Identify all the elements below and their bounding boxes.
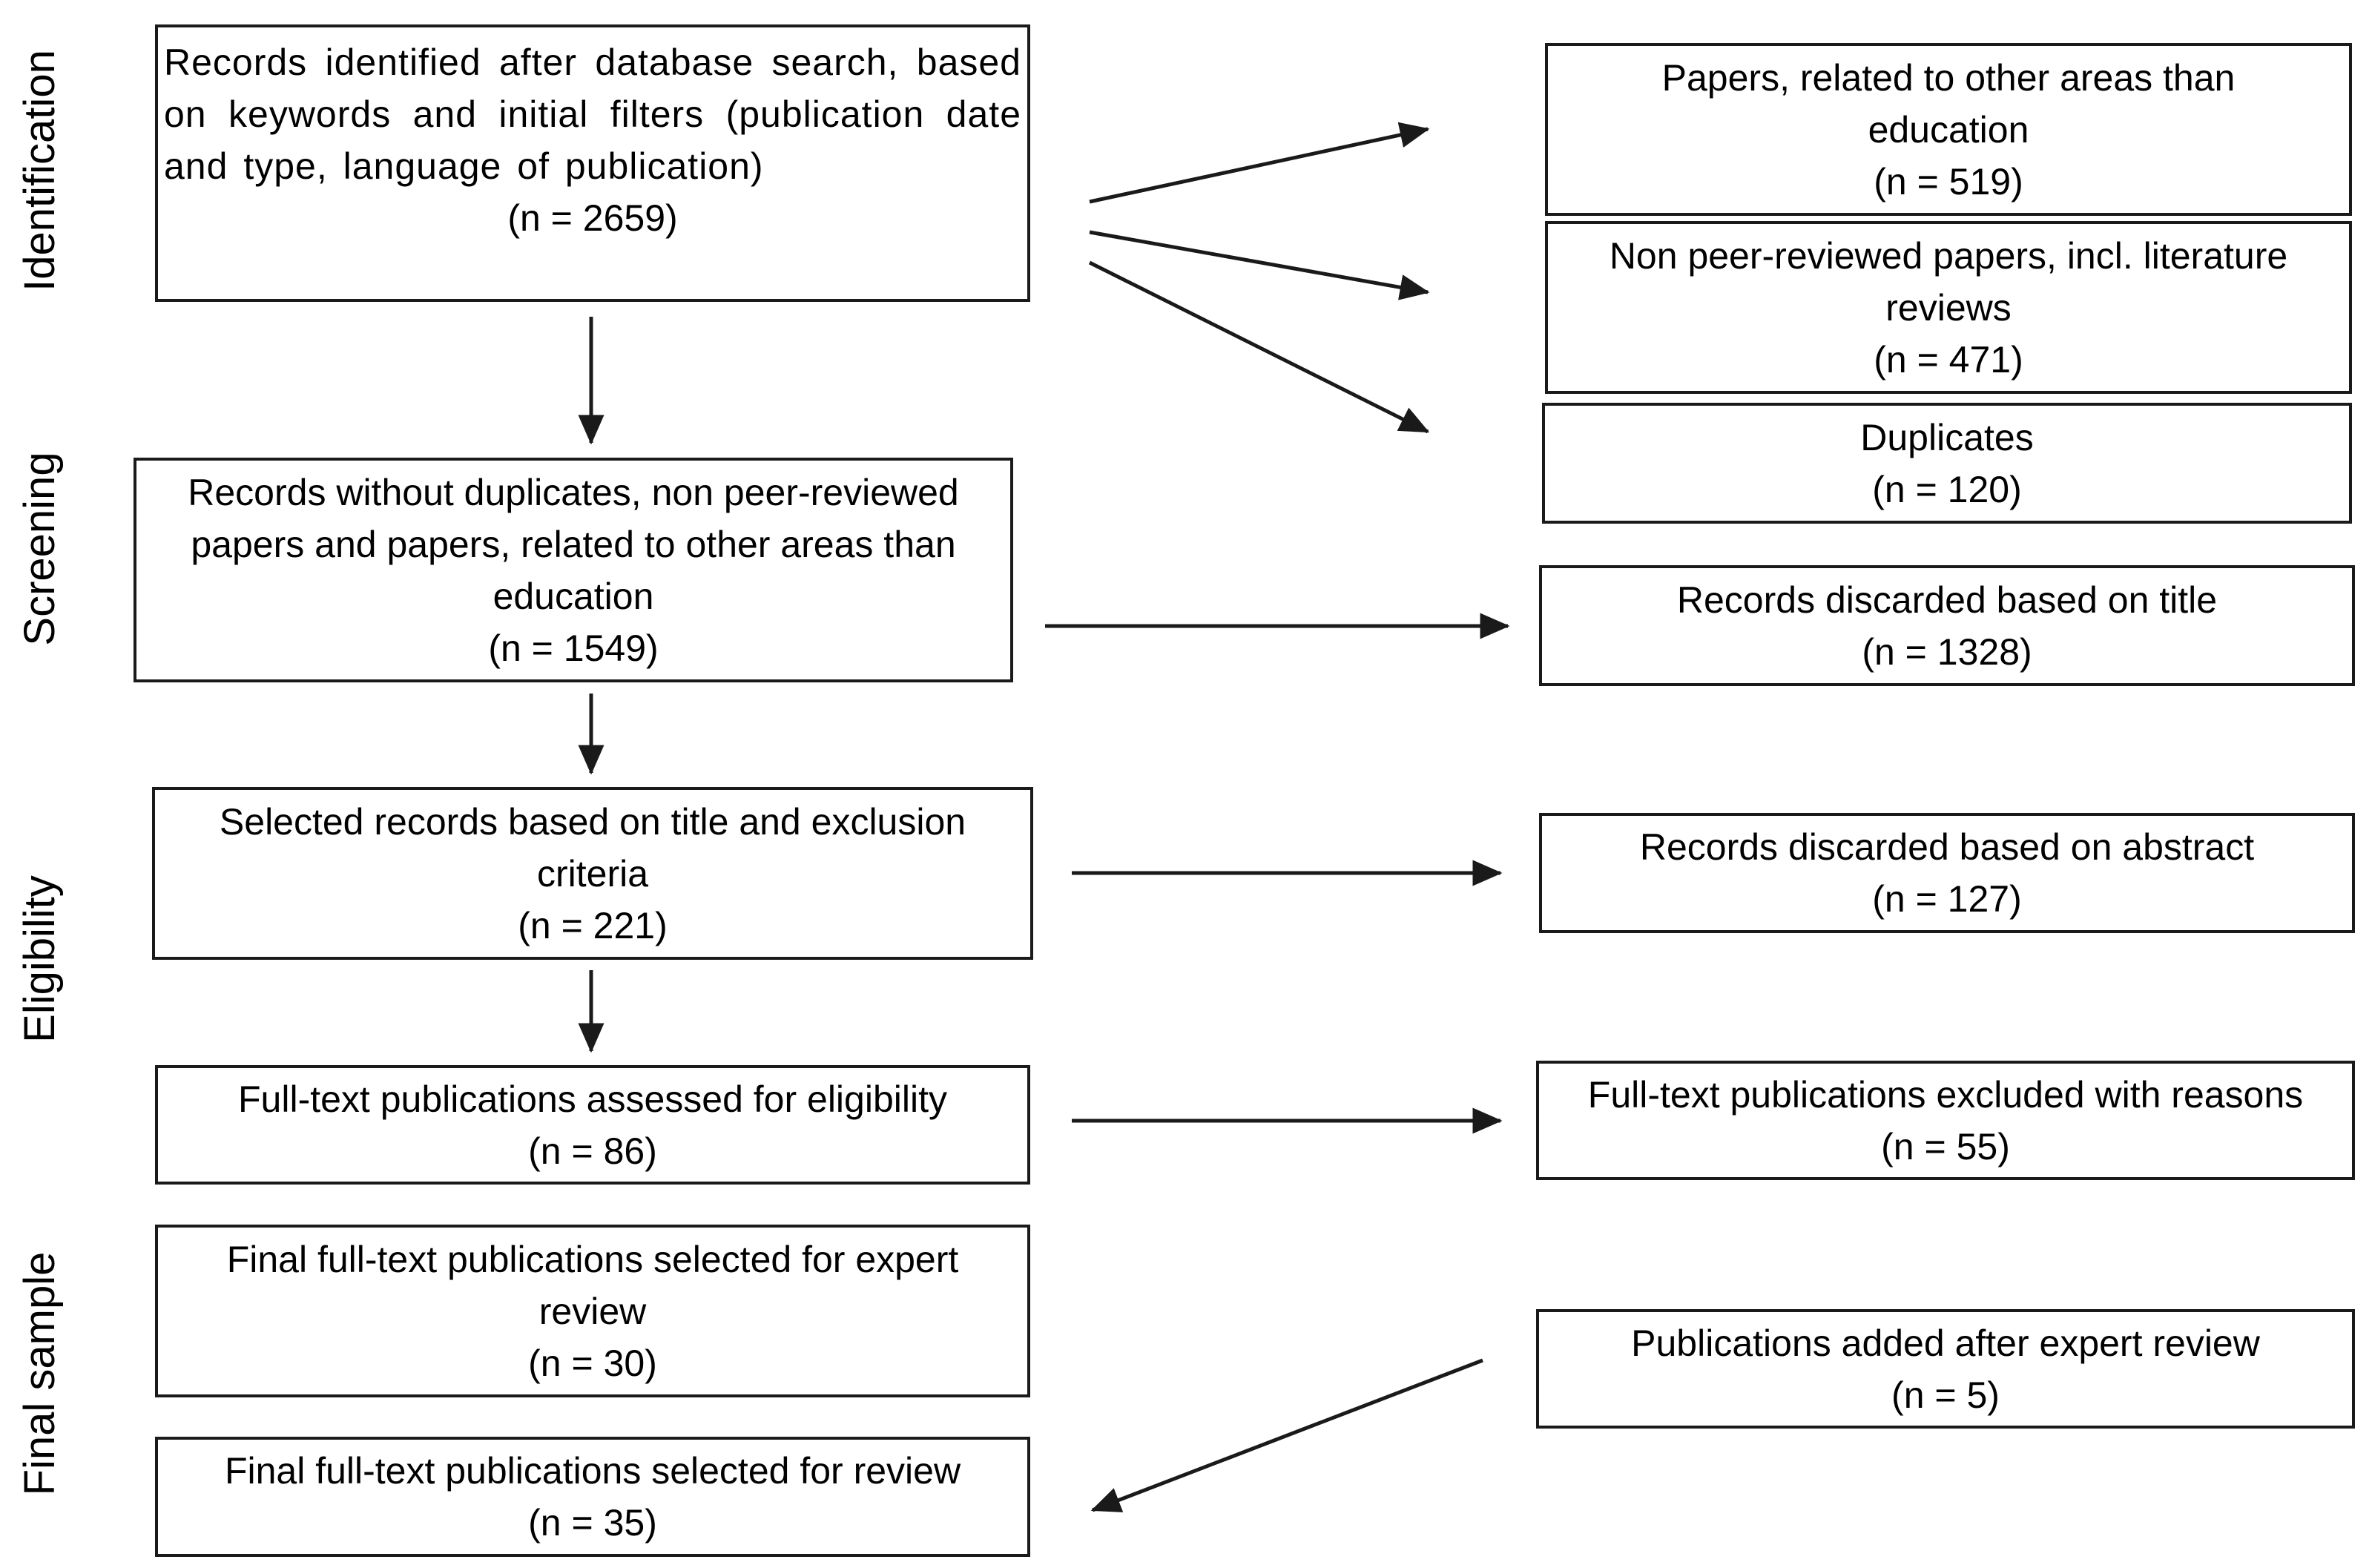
box-other-areas-text: Papers, related to other areas than educ…	[1661, 56, 2236, 151]
box-records-identified: Records identified after database search…	[155, 24, 1030, 302]
box-fulltext-excluded: Full-text publications excluded with rea…	[1536, 1061, 2355, 1180]
box-fulltext-assessed-text: Full-text publications assessed for elig…	[238, 1078, 947, 1120]
box-added-after-expert-text: Publications added after expert review	[1631, 1322, 2260, 1364]
box-records-without-duplicates: Records without duplicates, non peer-rev…	[134, 458, 1013, 682]
box-final-expert-review-text: Final full-text publications selected fo…	[226, 1238, 959, 1332]
box-discarded-abstract: Records discarded based on abstract (n =…	[1539, 813, 2355, 933]
box-fulltext-assessed: Full-text publications assessed for elig…	[155, 1065, 1030, 1185]
box-discarded-title: Records discarded based on title (n = 13…	[1539, 565, 2355, 686]
box-records-without-duplicates-count: (n = 1549)	[488, 627, 659, 669]
box-final-expert-review: Final full-text publications selected fo…	[155, 1225, 1030, 1397]
box-other-areas-count: (n = 519)	[1874, 160, 2023, 202]
box-duplicates-count: (n = 120)	[1872, 468, 2022, 510]
box-records-identified-text: Records identified after database search…	[164, 42, 1021, 187]
box-duplicates-text: Duplicates	[1860, 416, 2034, 458]
box-discarded-abstract-count: (n = 127)	[1872, 878, 2022, 920]
box-final-review-text: Final full-text publications selected fo…	[224, 1450, 961, 1492]
box-discarded-abstract-text: Records discarded based on abstract	[1639, 826, 2255, 868]
phase-label-screening: Screening	[16, 452, 64, 646]
arrow-to-other-areas	[1089, 122, 1430, 204]
arrow-to-non-peer-reviewed	[1089, 230, 1430, 300]
phase-label-final-sample: Final sample	[16, 1251, 64, 1496]
box-non-peer-reviewed: Non peer-reviewed papers, incl. literatu…	[1545, 221, 2352, 394]
box-fulltext-excluded-text: Full-text publications excluded with rea…	[1587, 1073, 2304, 1116]
box-other-areas: Papers, related to other areas than educ…	[1545, 43, 2352, 216]
box-fulltext-assessed-count: (n = 86)	[528, 1130, 657, 1172]
box-records-without-duplicates-text: Records without duplicates, non peer-rev…	[188, 471, 959, 617]
box-selected-records-title-text: Selected records based on title and excl…	[219, 800, 966, 895]
box-selected-records-title-count: (n = 221)	[518, 904, 668, 946]
box-duplicates: Duplicates (n = 120)	[1542, 403, 2352, 524]
box-final-review: Final full-text publications selected fo…	[155, 1437, 1030, 1557]
box-added-after-expert-count: (n = 5)	[1891, 1374, 2000, 1416]
box-discarded-title-count: (n = 1328)	[1862, 630, 2032, 673]
box-discarded-title-text: Records discarded based on title	[1676, 579, 2218, 621]
box-non-peer-reviewed-text: Non peer-reviewed papers, incl. literatu…	[1609, 234, 2288, 329]
arrow-added-to-final-review	[1090, 1358, 1483, 1512]
box-final-expert-review-count: (n = 30)	[528, 1342, 657, 1384]
box-records-identified-count: (n = 2659)	[507, 197, 678, 239]
box-final-review-count: (n = 35)	[528, 1502, 657, 1544]
phase-label-eligibility: Eligibility	[16, 875, 64, 1043]
arrow-to-duplicates	[1088, 260, 1430, 434]
box-non-peer-reviewed-count: (n = 471)	[1874, 338, 2023, 381]
box-added-after-expert: Publications added after expert review (…	[1536, 1309, 2355, 1429]
box-fulltext-excluded-count: (n = 55)	[1881, 1125, 2010, 1167]
box-selected-records-title: Selected records based on title and excl…	[152, 787, 1033, 960]
phase-label-identification: Identification	[16, 50, 64, 291]
